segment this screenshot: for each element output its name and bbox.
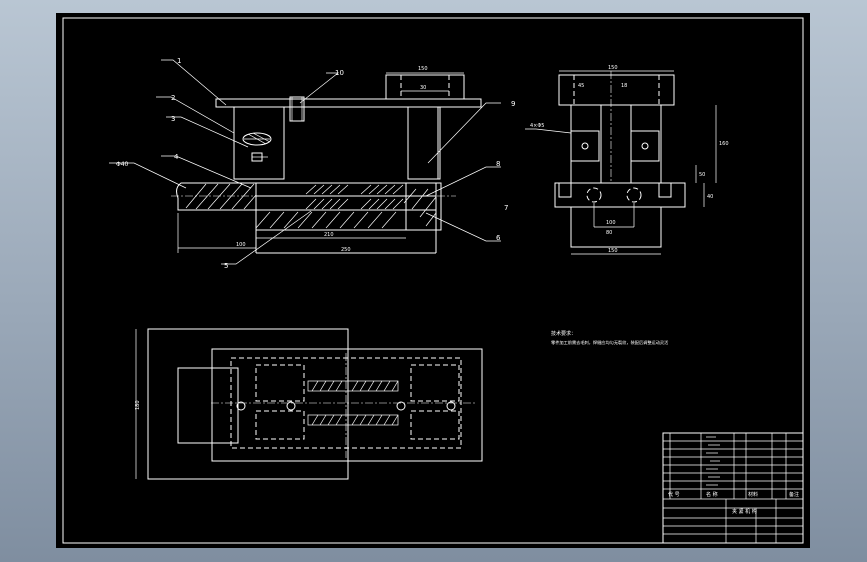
front-view bbox=[109, 59, 501, 265]
diameter-label: Φ40 bbox=[116, 161, 129, 168]
drawing-canvas: 1 2 3 4 5 6 7 8 9 10 Φ40 150 30 100 210 … bbox=[56, 13, 810, 548]
part-label-8: 8 bbox=[496, 160, 500, 168]
title-block bbox=[662, 432, 804, 544]
side-view bbox=[525, 70, 717, 255]
notes-line-1: 零件加工前需去毛刺，焊缝应均匀无裂纹，装配后调整运动灵活 bbox=[551, 339, 668, 346]
dim-front-left: 100 bbox=[236, 242, 246, 248]
dim-side-total: 150 bbox=[608, 248, 618, 254]
dim-side-top-mid: 18 bbox=[621, 83, 627, 89]
part-label-10: 10 bbox=[335, 69, 344, 77]
dim-front-total: 250 bbox=[341, 247, 351, 253]
drawing-border bbox=[62, 17, 804, 544]
dim-side-mid: 50 bbox=[699, 172, 705, 178]
dim-side-right: 40 bbox=[707, 194, 713, 200]
dim-plan-height: 180 bbox=[135, 400, 141, 410]
title-block-name: 夹 紧 机 构 bbox=[732, 508, 757, 515]
plan-view bbox=[135, 328, 483, 480]
dim-side-hole: 80 bbox=[606, 230, 612, 236]
title-block-mat: 备注 bbox=[789, 491, 799, 498]
title-block-code: 代 号 bbox=[668, 491, 680, 498]
handle-knob bbox=[242, 132, 272, 146]
part-label-7: 7 bbox=[504, 204, 508, 212]
part-label-4: 4 bbox=[174, 153, 179, 161]
cad-drawing: 1 2 3 4 5 6 7 8 9 10 Φ40 150 30 100 210 … bbox=[62, 17, 804, 544]
part-label-6: 6 bbox=[496, 234, 501, 242]
dim-side-top: 150 bbox=[608, 65, 618, 71]
part-label-3: 3 bbox=[171, 115, 175, 123]
hole-label: 4×Φ5 bbox=[530, 123, 545, 129]
dim-side-height: 160 bbox=[719, 141, 729, 147]
dim-side-inner: 100 bbox=[606, 220, 616, 226]
part-label-9: 9 bbox=[511, 100, 515, 108]
dim-front-mid: 210 bbox=[324, 232, 334, 238]
title-block-name-label: 名 称 bbox=[706, 491, 718, 498]
title-block-qty: 材料 bbox=[748, 491, 758, 498]
part-label-1: 1 bbox=[177, 57, 181, 65]
part-label-5: 5 bbox=[224, 262, 228, 270]
notes-heading: 技术要求： bbox=[551, 330, 576, 337]
dim-side-top-left: 45 bbox=[578, 83, 584, 89]
part-label-2: 2 bbox=[171, 94, 175, 102]
dim-front-top-width: 150 bbox=[418, 66, 428, 72]
dim-front-top-inner: 30 bbox=[420, 85, 426, 91]
